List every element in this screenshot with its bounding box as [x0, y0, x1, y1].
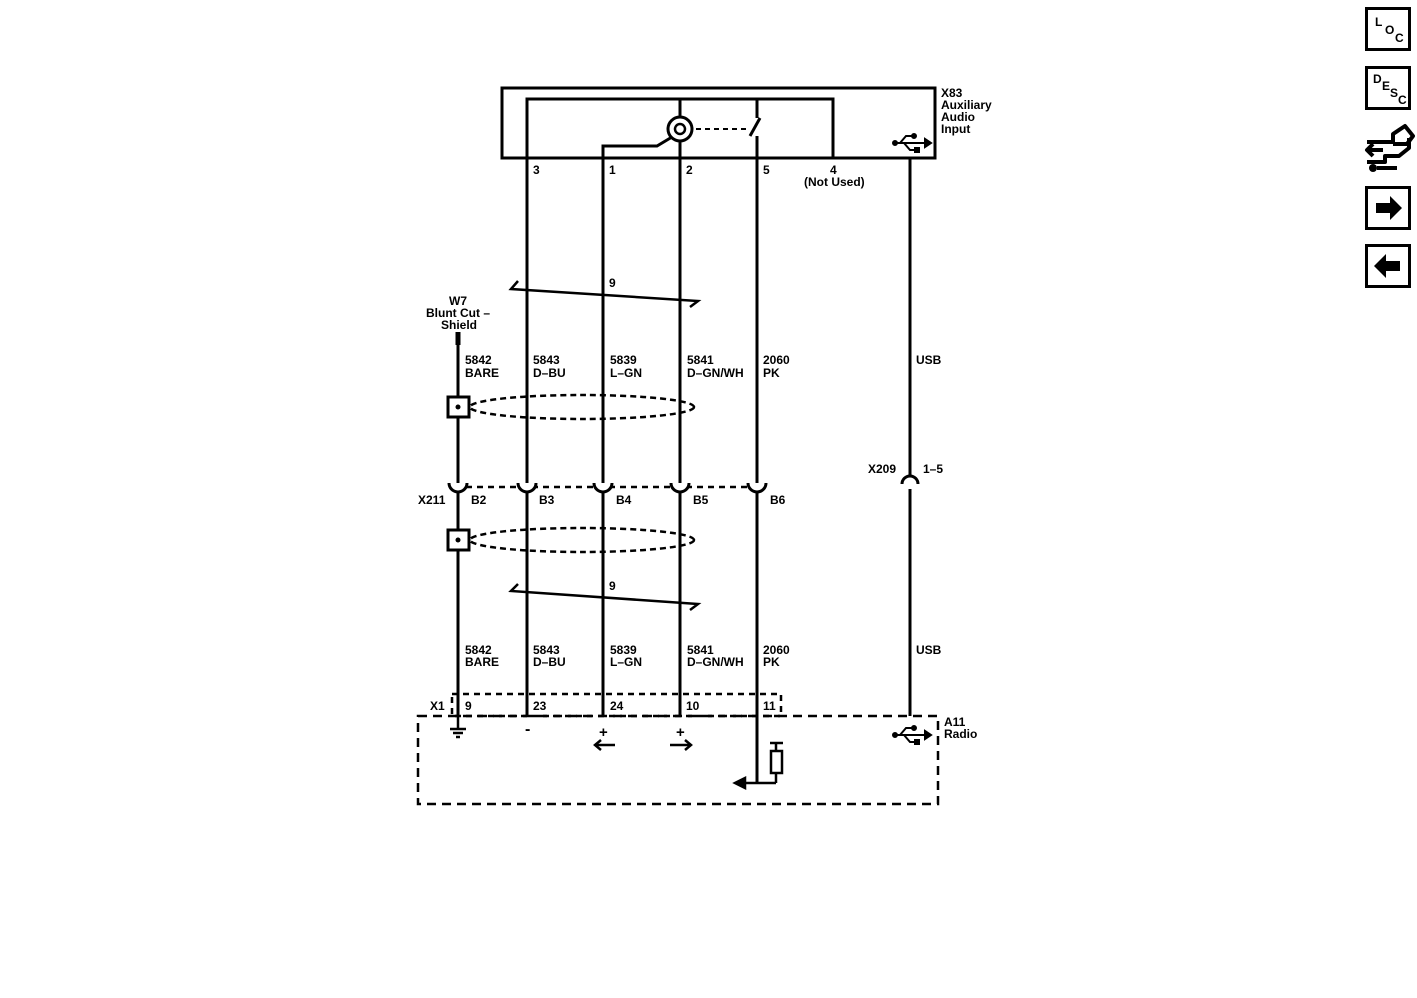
- connector-view-icon[interactable]: [1363, 122, 1415, 174]
- wire-label-color: BARE: [465, 366, 499, 380]
- shield-lower: [446, 526, 696, 554]
- x211-name: X211: [418, 493, 446, 507]
- wiring-diagram: X83 Auxiliary Audio Input 3 1 2 5 4 (Not…: [416, 86, 992, 806]
- x211-pin: B6: [770, 493, 786, 507]
- x211-pin: B2: [471, 493, 487, 507]
- next-page-button[interactable]: [1365, 186, 1411, 230]
- wire-label-circuit: 5839: [610, 643, 637, 657]
- w7-name: W7: [449, 294, 467, 308]
- twisted-pair-lower: [508, 583, 702, 611]
- previous-page-button[interactable]: [1365, 244, 1411, 288]
- w7-desc-1: Blunt Cut –: [426, 306, 490, 320]
- x211-pin: B4: [616, 493, 632, 507]
- arrow-left-icon: [1374, 254, 1400, 278]
- x211-connector: [447, 482, 768, 494]
- x83-desc-3: Input: [941, 122, 970, 136]
- x83-aux-audio-input: X83 Auxiliary Audio Input 3 1 2 5 4 (Not…: [500, 86, 992, 189]
- wire-label-circuit: 2060: [763, 353, 790, 367]
- a11-name: A11: [944, 715, 966, 729]
- x1-pin: 11: [763, 699, 776, 713]
- wire-label-circuit: 2060: [763, 643, 790, 657]
- x83-desc-1: Auxiliary: [941, 98, 992, 112]
- arrow-right-icon: [670, 739, 693, 751]
- wire-label-circuit: 5842: [465, 643, 492, 657]
- twist-label-upper: 9: [609, 276, 616, 290]
- wire-label-color: D–GN/WH: [687, 366, 744, 380]
- arrow-right-icon: [1376, 196, 1402, 220]
- twisted-pair-upper: [508, 280, 702, 308]
- usb-icon: [892, 133, 933, 153]
- wire-label-color: PK: [763, 366, 780, 380]
- x209-connector: [900, 474, 920, 485]
- x1-pin: 24: [610, 699, 624, 713]
- wire-label-circuit: 5841: [687, 643, 714, 657]
- wire-label-circuit: 5843: [533, 353, 560, 367]
- ground-icon: [450, 716, 466, 739]
- usb-label-lower: USB: [916, 643, 942, 657]
- plus-symbol: +: [599, 724, 608, 741]
- description-button[interactable]: D E S C: [1365, 66, 1411, 110]
- wire-label-color: D–GN/WH: [687, 655, 744, 669]
- wire-label-color: D–BU: [533, 655, 566, 669]
- wire-label-color: L–GN: [610, 366, 642, 380]
- wire-label-color: D–BU: [533, 366, 566, 380]
- x83-desc-2: Audio: [941, 110, 975, 124]
- wire-label-circuit: 5841: [687, 353, 714, 367]
- usb-label-upper: USB: [916, 353, 942, 367]
- x83-pin-5: 5: [763, 163, 770, 177]
- wire-label-color: BARE: [465, 655, 499, 669]
- x211-pin: B3: [539, 493, 555, 507]
- location-button[interactable]: L O C: [1365, 7, 1411, 51]
- x209-name: X209: [868, 462, 896, 476]
- x1-pin: 10: [686, 699, 700, 713]
- wire-label-circuit: 5843: [533, 643, 560, 657]
- x83-pin-2: 2: [686, 163, 693, 177]
- shield-upper: [446, 393, 696, 421]
- x1-pin: 23: [533, 699, 547, 713]
- x83-pin-1: 1: [609, 163, 616, 177]
- arrow-left-icon: [593, 739, 615, 751]
- x209-pins: 1–5: [923, 462, 943, 476]
- wire-label-circuit: 5842: [465, 353, 492, 367]
- wires: [456, 158, 912, 783]
- wire-label-color: PK: [763, 655, 780, 669]
- wire-label-color: L–GN: [610, 655, 642, 669]
- twist-label-lower: 9: [609, 579, 616, 593]
- x83-pin-4: 4: [830, 163, 837, 177]
- a11-desc: Radio: [944, 727, 977, 741]
- x83-name: X83: [941, 86, 963, 100]
- x83-pin-3: 3: [533, 163, 540, 177]
- wire-label-circuit: 5839: [610, 353, 637, 367]
- plus-symbol: +: [676, 724, 685, 741]
- x83-not-used: (Not Used): [804, 175, 865, 189]
- minus-symbol: -: [525, 721, 530, 738]
- usb-icon: [892, 725, 933, 745]
- x211-pin: B5: [693, 493, 709, 507]
- x1-name: X1: [430, 699, 445, 713]
- w7-desc-2: Shield: [441, 318, 477, 332]
- x1-pin: 9: [465, 699, 472, 713]
- a11-radio: [416, 692, 940, 806]
- resistor-icon: [732, 741, 784, 791]
